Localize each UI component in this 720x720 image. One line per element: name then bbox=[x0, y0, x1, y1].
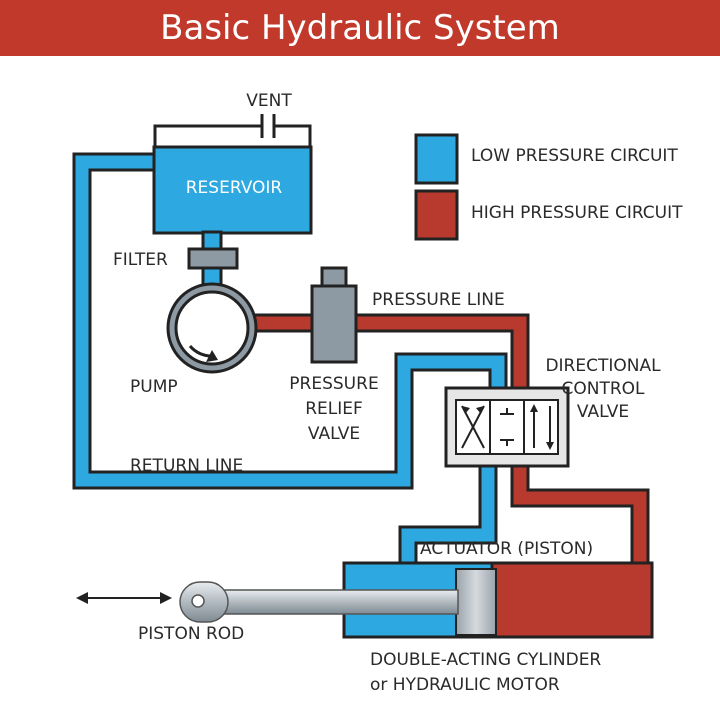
vent-line bbox=[153, 124, 312, 148]
cylinder-label-1: DOUBLE-ACTING CYLINDER bbox=[370, 650, 601, 670]
valve-cross-arrow-2 bbox=[476, 406, 484, 414]
motion-arrow-left bbox=[76, 592, 88, 604]
valve-to-cylinder-low-fill bbox=[401, 465, 495, 565]
page-title: Basic Hydraulic System bbox=[160, 8, 560, 48]
valve-straight-arrow-2 bbox=[546, 442, 554, 450]
piston-rod bbox=[211, 589, 459, 615]
pressure-line-label: PRESSURE LINE bbox=[372, 290, 505, 310]
valve-cross-arrow-1 bbox=[462, 406, 470, 414]
return-line-label: RETURN LINE bbox=[130, 456, 243, 476]
relief-valve-label-2: RELIEF bbox=[305, 399, 363, 419]
vent-label: VENT bbox=[246, 91, 292, 111]
return-line-fill bbox=[75, 155, 505, 487]
legend-high-label: HIGH PRESSURE CIRCUIT bbox=[471, 203, 683, 223]
directional-valve-label-2: CONTROL bbox=[561, 379, 645, 399]
actuator-label: ACTUATOR (PISTON) bbox=[420, 539, 593, 559]
piston-rod-eye-hole bbox=[191, 594, 205, 608]
valve-straight-arrow-1 bbox=[530, 404, 538, 412]
legend-low-swatch bbox=[414, 133, 459, 185]
legend-high-swatch bbox=[414, 189, 459, 241]
pump-rotor bbox=[174, 290, 250, 366]
directional-valve-label-3: VALVE bbox=[577, 402, 629, 422]
legend-low-label: LOW PRESSURE CIRCUIT bbox=[471, 146, 678, 166]
relief-valve-body bbox=[310, 284, 358, 364]
title-bar bbox=[0, 0, 720, 56]
filter bbox=[187, 247, 239, 270]
filter-label: FILTER bbox=[113, 250, 168, 270]
motion-arrow-right bbox=[160, 592, 172, 604]
reservoir-tank bbox=[152, 145, 313, 235]
pump-rotation-arrowhead bbox=[206, 350, 218, 362]
cylinder-high-chamber bbox=[490, 561, 654, 639]
valve-to-cylinder-high-fill bbox=[513, 465, 647, 570]
pump-label: PUMP bbox=[130, 377, 178, 397]
piston-head bbox=[455, 568, 497, 636]
piston-rod-label: PISTON ROD bbox=[138, 624, 244, 644]
reservoir-label: RESERVOIR bbox=[186, 178, 283, 198]
directional-valve-label-1: DIRECTIONAL bbox=[545, 356, 661, 376]
cylinder-label-2: or HYDRAULIC MOTOR bbox=[370, 675, 560, 695]
relief-valve-label-1: PRESSURE bbox=[289, 374, 378, 394]
relief-valve-label-3: VALVE bbox=[308, 424, 360, 444]
